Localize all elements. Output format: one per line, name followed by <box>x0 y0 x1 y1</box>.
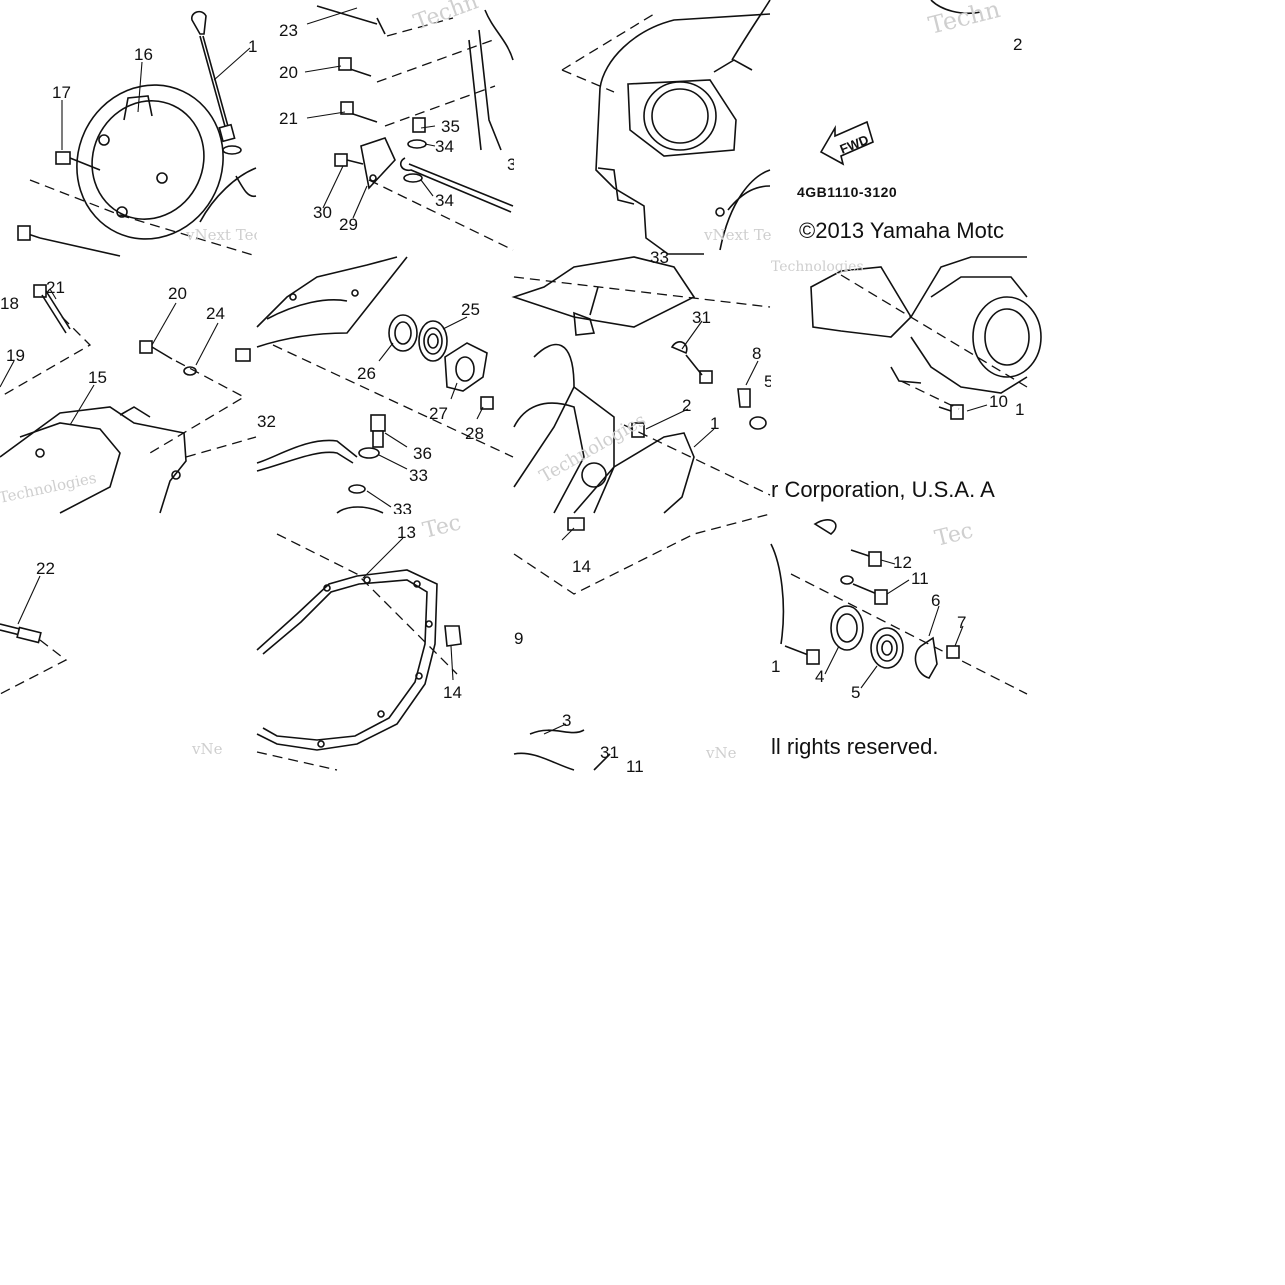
watermark-text: vNext Tec <box>703 226 780 244</box>
callout-31-b: 31 <box>600 743 619 762</box>
callout-34b: 34 <box>435 191 454 210</box>
callout-10: 10 <box>989 392 1008 411</box>
watermark-text: Technologies <box>771 259 864 275</box>
copyright-line-3: ll rights reserved. <box>771 734 939 759</box>
diagram-tile-crankcase-cover: 16 17 1 vNext Tec <box>0 0 262 257</box>
callout-2-b: 2 <box>682 396 691 415</box>
callout-5: 5 <box>851 683 860 702</box>
watermark-text: vNext Tec <box>185 226 262 244</box>
callout-1-c: 1 <box>1015 400 1024 419</box>
callout-21: 21 <box>279 109 298 128</box>
callout-21-b: 21 <box>46 278 65 297</box>
callout-11-b: 11 <box>626 757 644 776</box>
callout-34: 34 <box>435 137 454 156</box>
callout-28: 28 <box>465 424 484 443</box>
callout-20-b: 20 <box>168 284 187 303</box>
callout-20: 20 <box>279 63 298 82</box>
watermark-text: Techn <box>411 0 482 36</box>
callout-25: 25 <box>461 300 480 319</box>
callout-33-c: 33 <box>650 248 669 267</box>
callout-35: 35 <box>441 117 460 136</box>
callout-5-edge: 5 <box>764 372 773 391</box>
callout-19: 19 <box>6 346 25 365</box>
callout-23: 23 <box>279 21 298 40</box>
callout-32: 32 <box>257 412 276 431</box>
callout-11: 11 <box>911 569 929 588</box>
diagram-tile-case-top: vNext Tec <box>514 0 780 256</box>
callout-15: 15 <box>88 368 107 387</box>
callout-14: 14 <box>443 683 462 702</box>
callout-13: 13 <box>397 523 416 542</box>
watermark-text: Tec <box>420 510 463 544</box>
diagram-tile-dowel: 14 9 3 31 11 vNe <box>513 513 771 776</box>
diagram-tile-seals: 12 11 6 7 4 5 1 Tec ll rights reserved. <box>770 514 1028 770</box>
callout-7: 7 <box>957 613 966 632</box>
callout-9: 9 <box>514 629 523 648</box>
watermark-text: Techn <box>926 0 1003 40</box>
diagram-tile-right-case: 10 1 Technologies r Corporation, U.S.A. … <box>771 256 1042 513</box>
callout-4: 4 <box>815 667 824 686</box>
diagram-tile-case-middle: 31 2 1 8 5 33 Technologies <box>511 248 773 514</box>
callout-1: 1 <box>248 37 257 56</box>
callout-1-b: 1 <box>710 414 719 433</box>
callout-3-b: 3 <box>562 711 571 730</box>
copyright-line-1: ©2013 Yamaha Motc <box>799 218 1004 243</box>
diagram-tile-left-case: 18 21 20 24 19 15 Technologies <box>0 257 257 514</box>
diagram-tile-bolts-top: 23 20 21 35 34 34 30 29 3 Techn <box>257 0 516 256</box>
fwd-arrow-icon <box>819 120 874 166</box>
callout-2: 2 <box>1013 35 1022 54</box>
watermark-text: Technologies <box>536 410 650 488</box>
callout-1-d: 1 <box>771 657 780 676</box>
callout-3: 3 <box>507 155 516 174</box>
callout-30: 30 <box>313 203 332 222</box>
watermark-text: vNe <box>191 740 223 758</box>
watermark-text: vNe <box>705 744 737 762</box>
callout-24: 24 <box>206 304 225 323</box>
callout-29: 29 <box>339 215 358 234</box>
callout-36: 36 <box>413 444 432 463</box>
copyright-line-2: r Corporation, U.S.A. A <box>771 477 995 502</box>
callout-14-b: 14 <box>572 557 591 576</box>
callout-22: 22 <box>36 559 55 578</box>
watermark-text: Tec <box>932 518 975 552</box>
diagram-tile-gasket: 13 14 Tec <box>256 510 513 771</box>
part-code: 4GB1110-3120 <box>797 184 898 200</box>
callout-8: 8 <box>752 344 761 363</box>
callout-33: 33 <box>409 466 428 485</box>
callout-17: 17 <box>52 83 71 102</box>
callout-12: 12 <box>893 553 912 572</box>
callout-18: 18 <box>0 294 19 313</box>
diagram-tile-legend: FWD 2 Techn 4GB1110-3120 ©2013 Yamaha Mo… <box>771 0 1027 256</box>
diagram-tile-long-bolt: 22 vNe <box>0 514 256 770</box>
callout-6: 6 <box>931 591 940 610</box>
callout-16: 16 <box>134 45 153 64</box>
callout-31: 31 <box>692 308 711 327</box>
callout-26: 26 <box>357 364 376 383</box>
callout-27: 27 <box>429 404 448 423</box>
diagram-tile-bearings: 25 26 27 28 32 36 33 33 <box>256 256 514 519</box>
